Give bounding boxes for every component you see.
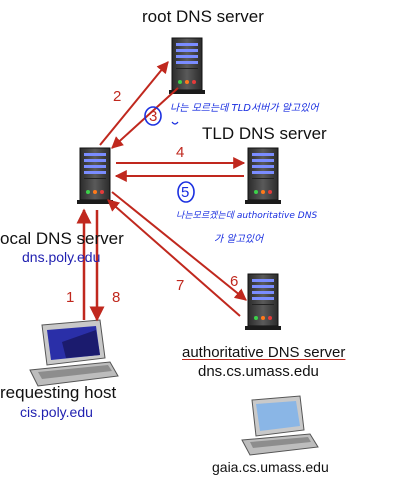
step-7-label: 7 bbox=[176, 277, 185, 294]
root-server-icon bbox=[168, 37, 206, 95]
requesting-host-computer-icon bbox=[29, 319, 119, 387]
arrow-7 bbox=[107, 199, 241, 317]
step-1-label: 1 bbox=[66, 289, 75, 306]
local-server-hostname: dns.poly.edu bbox=[22, 249, 101, 265]
tld-server-icon bbox=[244, 147, 282, 205]
gaia-computer-icon bbox=[241, 395, 319, 456]
step-4-label: 4 bbox=[176, 144, 185, 161]
authoritative-server-label: authoritative DNS server bbox=[182, 344, 346, 361]
step-8-label: 8 bbox=[112, 289, 121, 306]
circle-3-mark bbox=[144, 106, 162, 126]
annotation-step-3: 나는 모르는데 TLD서버가 알고있어 bbox=[170, 103, 319, 114]
authoritative-server-icon bbox=[244, 273, 282, 331]
step-3-label: 3 bbox=[149, 108, 158, 125]
requesting-host-hostname: cis.poly.edu bbox=[20, 404, 93, 420]
circle-5-mark bbox=[177, 181, 195, 203]
gaia-hostname: gaia.cs.umass.edu bbox=[212, 459, 329, 475]
step-2-label: 2 bbox=[113, 88, 122, 105]
arrow-2 bbox=[99, 61, 169, 146]
authoritative-server-hostname: dns.cs.umass.edu bbox=[198, 363, 319, 380]
annotation-step-5-line1: 나는모르겠는데 authoritative DNS bbox=[176, 211, 318, 221]
annotation-step-5-line2: 가 알고있어 bbox=[214, 234, 264, 245]
pen-tick-mark bbox=[171, 121, 179, 125]
root-server-label: root DNS server bbox=[142, 7, 264, 26]
local-server-icon bbox=[76, 147, 114, 205]
arrow-6 bbox=[111, 191, 247, 301]
local-server-label: ocal DNS server bbox=[0, 229, 124, 248]
requesting-host-label: requesting host bbox=[0, 383, 117, 402]
tld-server-label: TLD DNS server bbox=[202, 124, 327, 143]
step-6-label: 6 bbox=[230, 273, 239, 290]
step-5-label: 5 bbox=[181, 184, 190, 201]
